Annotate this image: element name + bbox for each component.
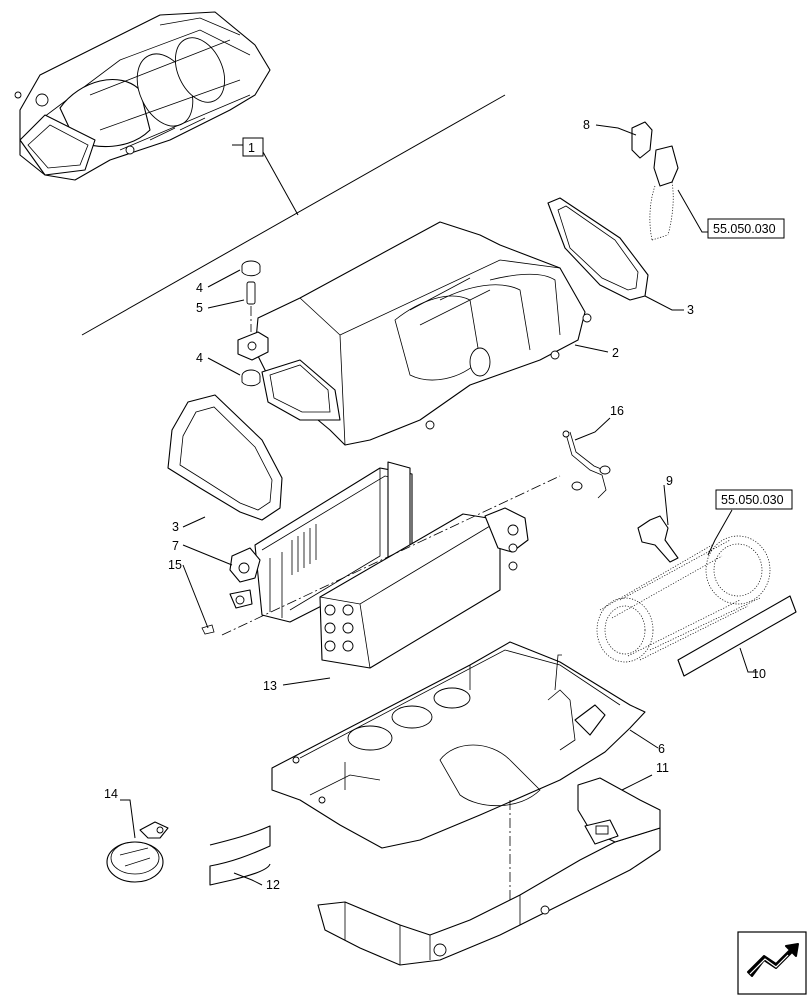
callout-1: 1 xyxy=(248,141,255,155)
callout-3-right: 3 xyxy=(687,303,694,317)
heater-core xyxy=(319,507,529,669)
pipe-16 xyxy=(562,430,611,499)
reference-top[interactable]: 55.050.030 xyxy=(713,222,776,236)
lower-housing xyxy=(271,641,646,849)
callout-4-bottom: 4 xyxy=(196,351,203,365)
callout-box-1 xyxy=(242,137,264,157)
divider-line xyxy=(81,94,506,336)
callout-9: 9 xyxy=(666,474,673,488)
callout-14: 14 xyxy=(104,787,118,801)
bottom-tray xyxy=(317,777,661,966)
callout-3-left: 3 xyxy=(172,520,179,534)
leader-lines xyxy=(120,124,758,886)
callout-15: 15 xyxy=(168,558,182,572)
callout-16: 16 xyxy=(610,404,624,418)
callout-7: 7 xyxy=(172,539,179,553)
callout-2: 2 xyxy=(612,346,619,360)
blower-hose xyxy=(596,535,771,663)
clamp-14 xyxy=(106,821,169,883)
clip-9 xyxy=(637,515,679,563)
callout-4-top: 4 xyxy=(196,281,203,295)
next-page-arrow-icon[interactable] xyxy=(737,931,807,995)
bracket-parts xyxy=(237,260,269,387)
upper-housing xyxy=(254,221,592,446)
reference-middle[interactable]: 55.050.030 xyxy=(721,493,784,507)
reference-box-top[interactable] xyxy=(707,218,785,239)
callout-6: 6 xyxy=(658,742,665,756)
callout-12: 12 xyxy=(266,878,280,892)
callout-5: 5 xyxy=(196,301,203,315)
reference-box-middle[interactable] xyxy=(715,489,793,510)
assembly-overview xyxy=(14,11,271,181)
gasket-frame-left xyxy=(167,394,283,521)
evaporator-core xyxy=(201,461,413,635)
foam-strip xyxy=(677,595,797,677)
callout-8: 8 xyxy=(583,118,590,132)
callout-10: 10 xyxy=(752,667,766,681)
callout-13: 13 xyxy=(263,679,277,693)
foam-piece-12 xyxy=(209,825,271,886)
strap-bracket xyxy=(631,121,679,241)
callout-11: 11 xyxy=(656,761,669,775)
